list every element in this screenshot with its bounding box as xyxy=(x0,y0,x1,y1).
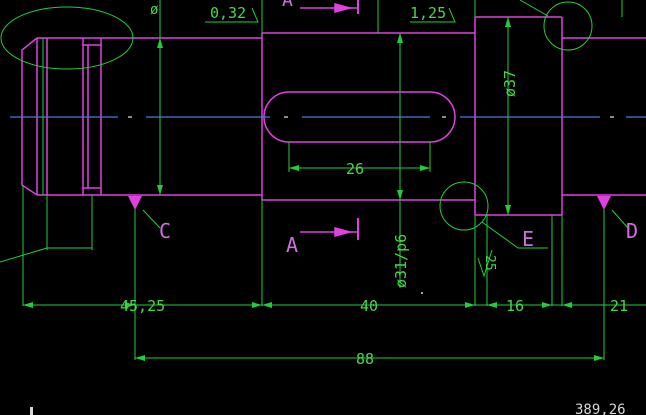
dim-16-label: 16 xyxy=(506,297,524,315)
dim-21-label: 21 xyxy=(610,297,628,315)
keyway-width-label: 26 xyxy=(346,160,364,178)
corner-text: 389,26 xyxy=(575,402,626,415)
dimension-arrows xyxy=(23,17,604,361)
dim-88-label: 88 xyxy=(356,350,374,368)
dim-40-label: 40 xyxy=(360,297,378,315)
cursor-dot xyxy=(421,292,423,294)
corner-mark xyxy=(30,407,33,415)
text-labels: 0,32 1,25 A A C D E ø ø37 ø31/p6 25 26 4… xyxy=(120,0,638,415)
section-arrows xyxy=(300,0,359,240)
dimension-lines xyxy=(0,0,646,360)
dim-45-25-label: 45,25 xyxy=(120,297,165,315)
diameter-37-label: ø37 xyxy=(501,70,519,97)
surface-note-top-left: 0,32 xyxy=(210,4,246,22)
surface-note-top-right: 1,25 xyxy=(410,4,446,22)
roughness-e-label: 25 xyxy=(482,255,497,271)
diameter-31-label: ø31/p6 xyxy=(392,234,410,288)
section-label-bottom: A xyxy=(286,233,298,257)
diameter-label-top-left: ø xyxy=(150,2,159,18)
detail-circle-e xyxy=(439,181,489,231)
detail-label-c: C xyxy=(159,219,171,243)
detail-circle-top-right xyxy=(543,1,593,51)
shaft-outline xyxy=(21,16,646,216)
detail-label-d: D xyxy=(626,219,638,243)
chamfer-marks xyxy=(128,196,611,210)
detail-ellipse-left xyxy=(0,6,134,70)
detail-label-e: E xyxy=(522,227,534,251)
section-label-top: A xyxy=(282,0,293,11)
